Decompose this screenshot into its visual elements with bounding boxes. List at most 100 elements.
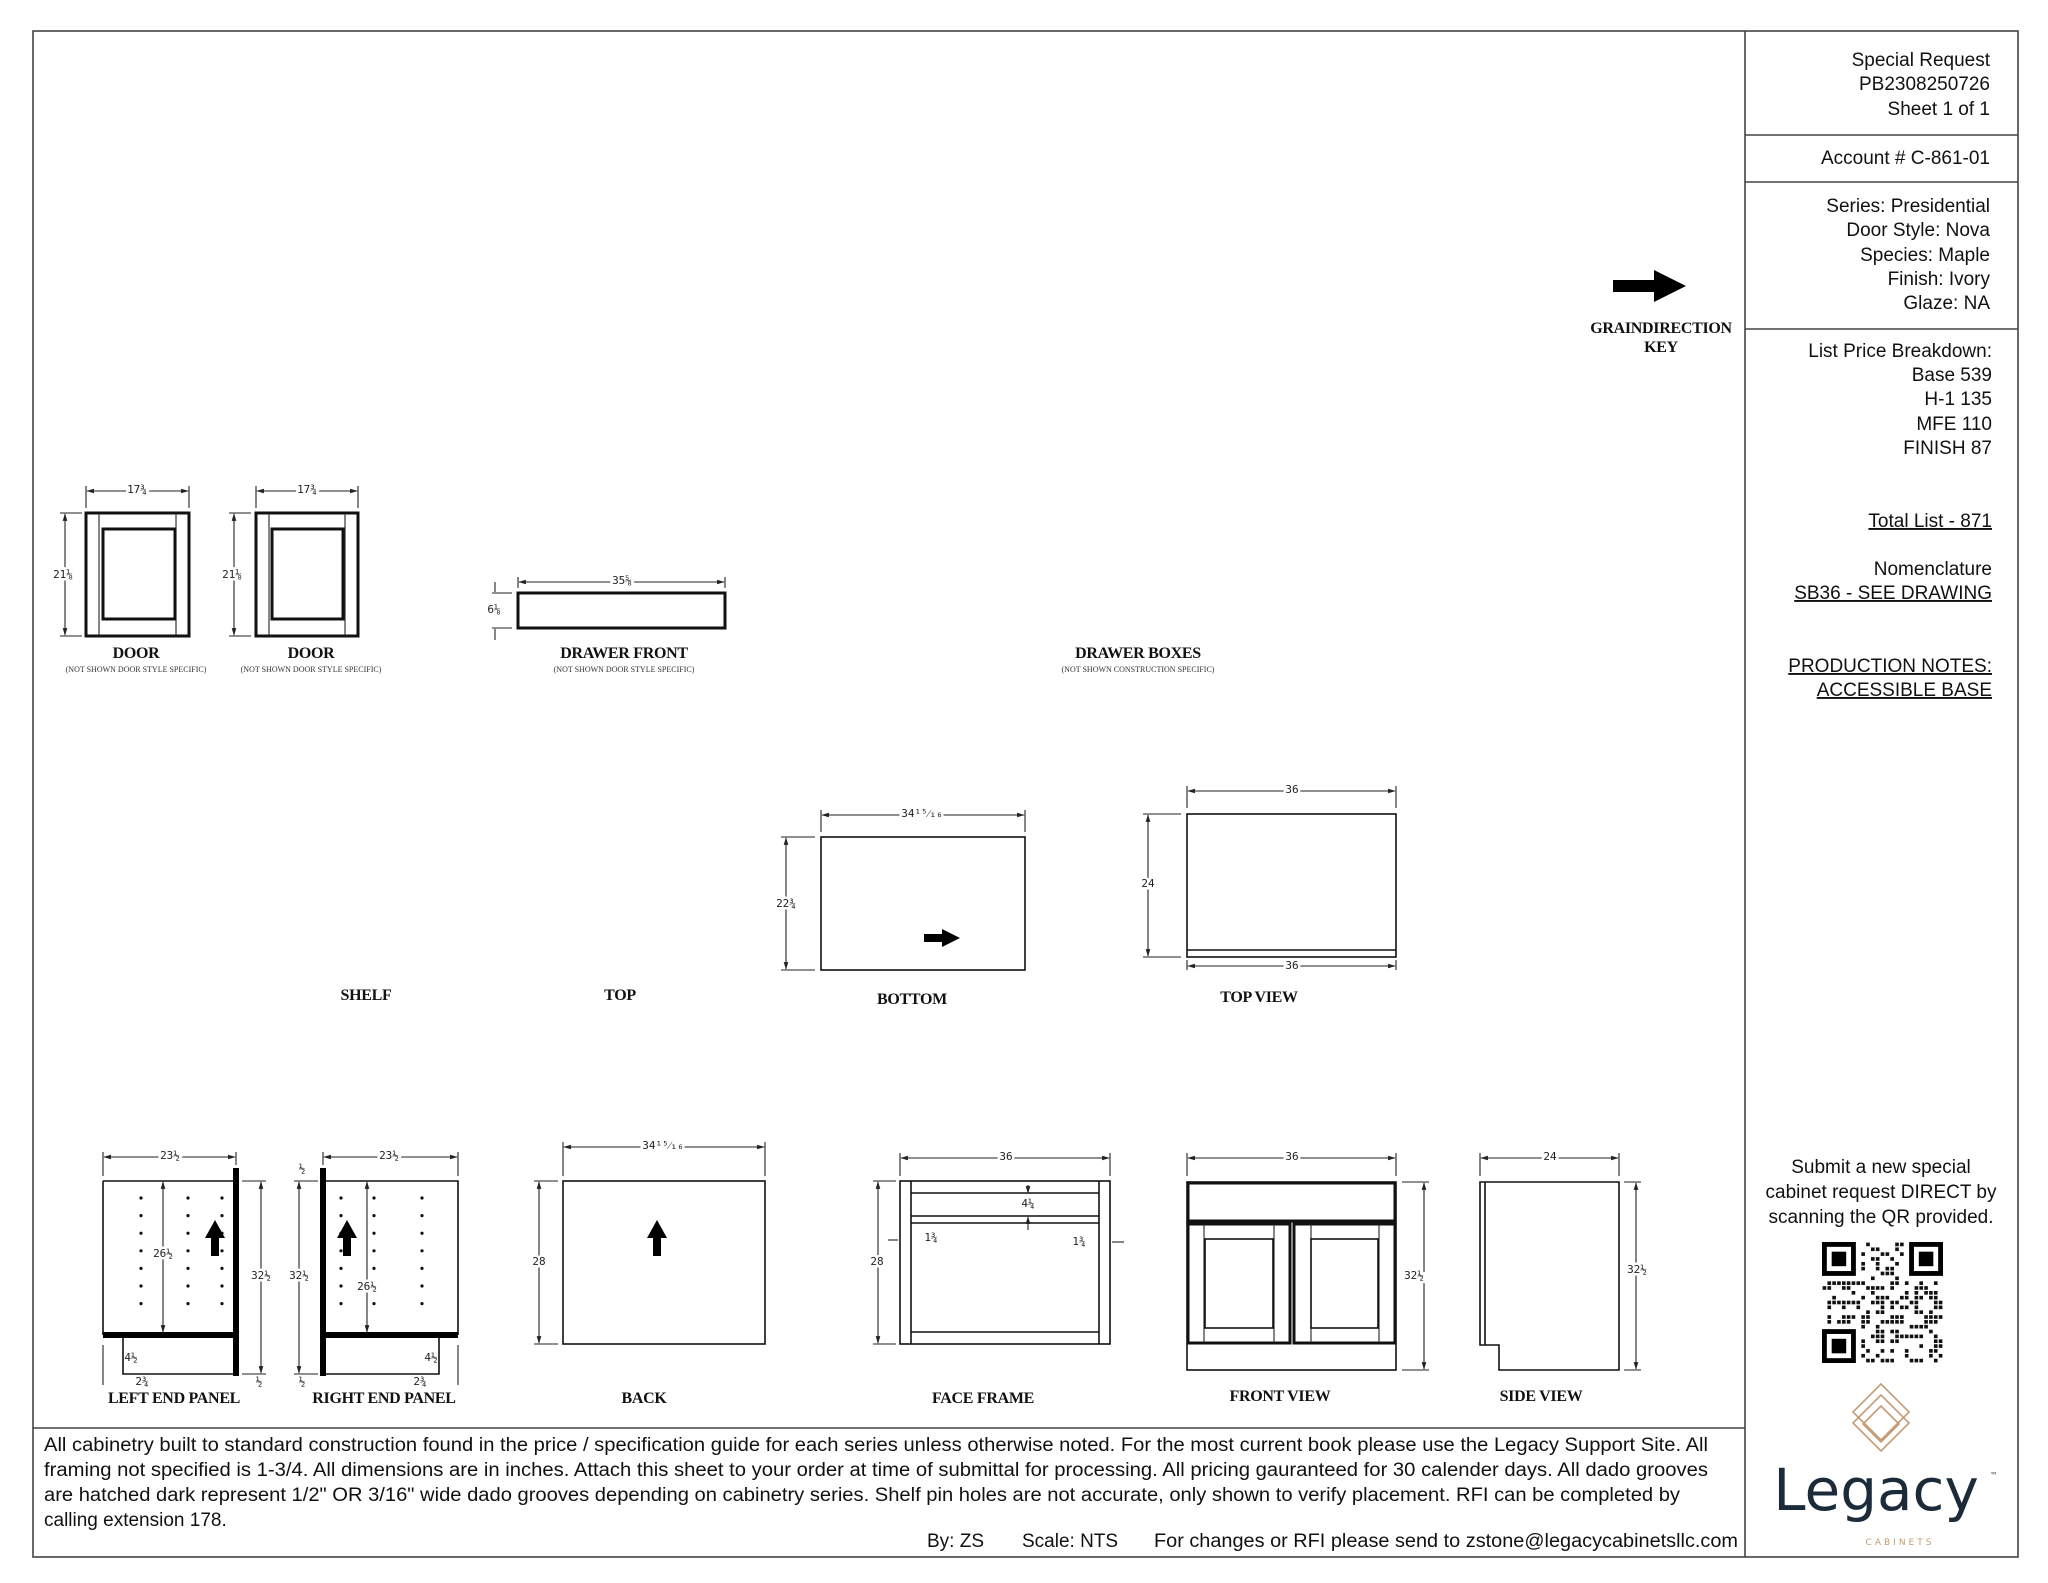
qr-module — [1904, 1334, 1909, 1339]
front-view-height-dim: 32½ — [1404, 1269, 1424, 1282]
contact-email[interactable]: For changes or RFI please send to zstone… — [1154, 1531, 1738, 1552]
shelf-pin-holes — [139, 1196, 224, 1306]
qr-module — [1880, 1334, 1885, 1339]
general-notes: All cabinetry built to standard construc… — [44, 1435, 1738, 1552]
qr-module — [1841, 1300, 1846, 1305]
qr-module — [1841, 1286, 1846, 1290]
front-view-label: FRONT VIEW — [1230, 1388, 1331, 1405]
shelf-pin-hole — [372, 1249, 376, 1253]
qr-module — [1904, 1281, 1909, 1285]
qr-module — [1924, 1324, 1928, 1329]
bottom-depth-dim: 22¾ — [776, 897, 796, 910]
qr-module — [1880, 1286, 1885, 1290]
logo-subtitle: CABINETS — [1866, 1538, 1935, 1548]
qr-module — [1861, 1266, 1865, 1271]
qr-caption: cabinet request DIRECT by — [1766, 1182, 1997, 1203]
qr-module — [1871, 1334, 1875, 1339]
grain-arrow-icon — [924, 929, 960, 947]
qr-module — [1822, 1286, 1827, 1290]
side-view-height-dim: 32½ — [1627, 1263, 1647, 1276]
qr-module — [1929, 1353, 1933, 1358]
top-view-width-dim: 36 — [1285, 959, 1298, 972]
shelf-pin-hole — [339, 1214, 343, 1218]
qr-module — [1880, 1300, 1885, 1305]
nomenclature-title: Nomenclature — [1874, 559, 1992, 580]
drawn-by: By: ZS — [927, 1531, 984, 1552]
qr-module — [1904, 1349, 1909, 1353]
spec-finish: Finish: Ivory — [1888, 269, 1991, 290]
qr-module — [1890, 1257, 1894, 1261]
qr-module — [1895, 1242, 1899, 1247]
qr-finder — [1831, 1251, 1847, 1267]
left-end-panel-label: LEFT END PANEL — [108, 1390, 240, 1407]
qr-module — [1875, 1247, 1880, 1252]
qr-module — [1919, 1295, 1924, 1300]
shelf-pin-hole — [372, 1302, 376, 1306]
shelf-pin-hole — [339, 1249, 343, 1253]
qr-module — [1914, 1310, 1919, 1314]
qr-module — [1871, 1291, 1875, 1295]
shelf-pin-hole — [372, 1266, 376, 1270]
qr-module — [1924, 1320, 1928, 1324]
qr-module — [1933, 1300, 1938, 1305]
face-frame-height-dim: 28 — [870, 1255, 883, 1268]
shelf-pin-hole — [420, 1284, 424, 1288]
shelf-pin-hole — [372, 1284, 376, 1288]
qr-module — [1924, 1315, 1928, 1319]
shelf-pin-hole — [139, 1196, 143, 1200]
qr-module — [1846, 1300, 1851, 1305]
qr-module — [1890, 1281, 1894, 1285]
qr-module — [1856, 1281, 1861, 1285]
panel-width-dim: 23½ — [379, 1149, 399, 1162]
qr-module — [1929, 1310, 1933, 1314]
qr-module — [1938, 1315, 1943, 1319]
qr-module — [1914, 1358, 1919, 1363]
request-type: Special Request — [1852, 50, 1991, 71]
qr-module — [1919, 1310, 1924, 1314]
qr-module — [1890, 1300, 1894, 1305]
qr-module — [1851, 1300, 1856, 1305]
qr-module — [1846, 1320, 1851, 1324]
qr-module — [1875, 1339, 1880, 1344]
stile-width-dim: 1¾ — [924, 1231, 937, 1244]
qr-module — [1851, 1315, 1856, 1319]
qr-module — [1890, 1329, 1894, 1334]
shelf-pin-hole — [186, 1231, 190, 1235]
qr-module — [1880, 1358, 1885, 1363]
grain-key-label: GRAINDIRECTION — [1590, 320, 1732, 337]
drawer-front-sublabel: (NOT SHOWN DOOR STYLE SPECIFIC) — [554, 665, 695, 674]
price-item: MFE 110 — [1916, 414, 1992, 435]
shelf-pin-hole — [372, 1214, 376, 1218]
qr-module — [1900, 1315, 1904, 1319]
qr-module — [1919, 1358, 1924, 1363]
qr-module — [1885, 1295, 1890, 1300]
spec-door-style: Door Style: Nova — [1846, 220, 1990, 241]
dado-dim: ½ — [299, 1375, 306, 1388]
qr-module — [1924, 1291, 1928, 1295]
note-line: are hatched dark represent 1/2" OR 3/16"… — [44, 1485, 1681, 1506]
qr-module — [1875, 1257, 1880, 1261]
qr-module — [1861, 1320, 1865, 1324]
qr-module — [1938, 1344, 1943, 1348]
qr-module — [1919, 1334, 1924, 1339]
door-drawing-2: 17¾ 21⅛ DOOR (NOT SHOWN DOOR STYLE SPECI… — [220, 481, 382, 675]
qr-module — [1851, 1281, 1856, 1285]
price-item: H-1 135 — [1924, 389, 1992, 410]
qr-module — [1914, 1286, 1919, 1290]
request-number: PB2308250726 — [1859, 74, 1990, 95]
grain-arrow-icon — [337, 1220, 357, 1256]
panel-width-dim: 23½ — [160, 1149, 180, 1162]
qr-module — [1900, 1242, 1904, 1247]
shelf-pin-hole — [139, 1249, 143, 1253]
right-end-panel-drawing: 23½ ½ 26½ 32½ 4½ 2¾ ½ RIGHT END PANEL — [287, 1147, 459, 1407]
qr-module — [1871, 1257, 1875, 1261]
drawer-boxes-sublabel: (NOT SHOWN CONSTRUCTION SPECIFIC) — [1062, 665, 1215, 674]
qr-module — [1929, 1291, 1933, 1295]
qr-code[interactable] — [1822, 1242, 1943, 1363]
shelf-pin-hole — [372, 1231, 376, 1235]
qr-module — [1904, 1305, 1909, 1310]
qr-module — [1890, 1286, 1894, 1290]
qr-module — [1832, 1300, 1836, 1305]
qr-module — [1909, 1334, 1914, 1339]
panel-interior-dim: 26½ — [357, 1280, 377, 1293]
